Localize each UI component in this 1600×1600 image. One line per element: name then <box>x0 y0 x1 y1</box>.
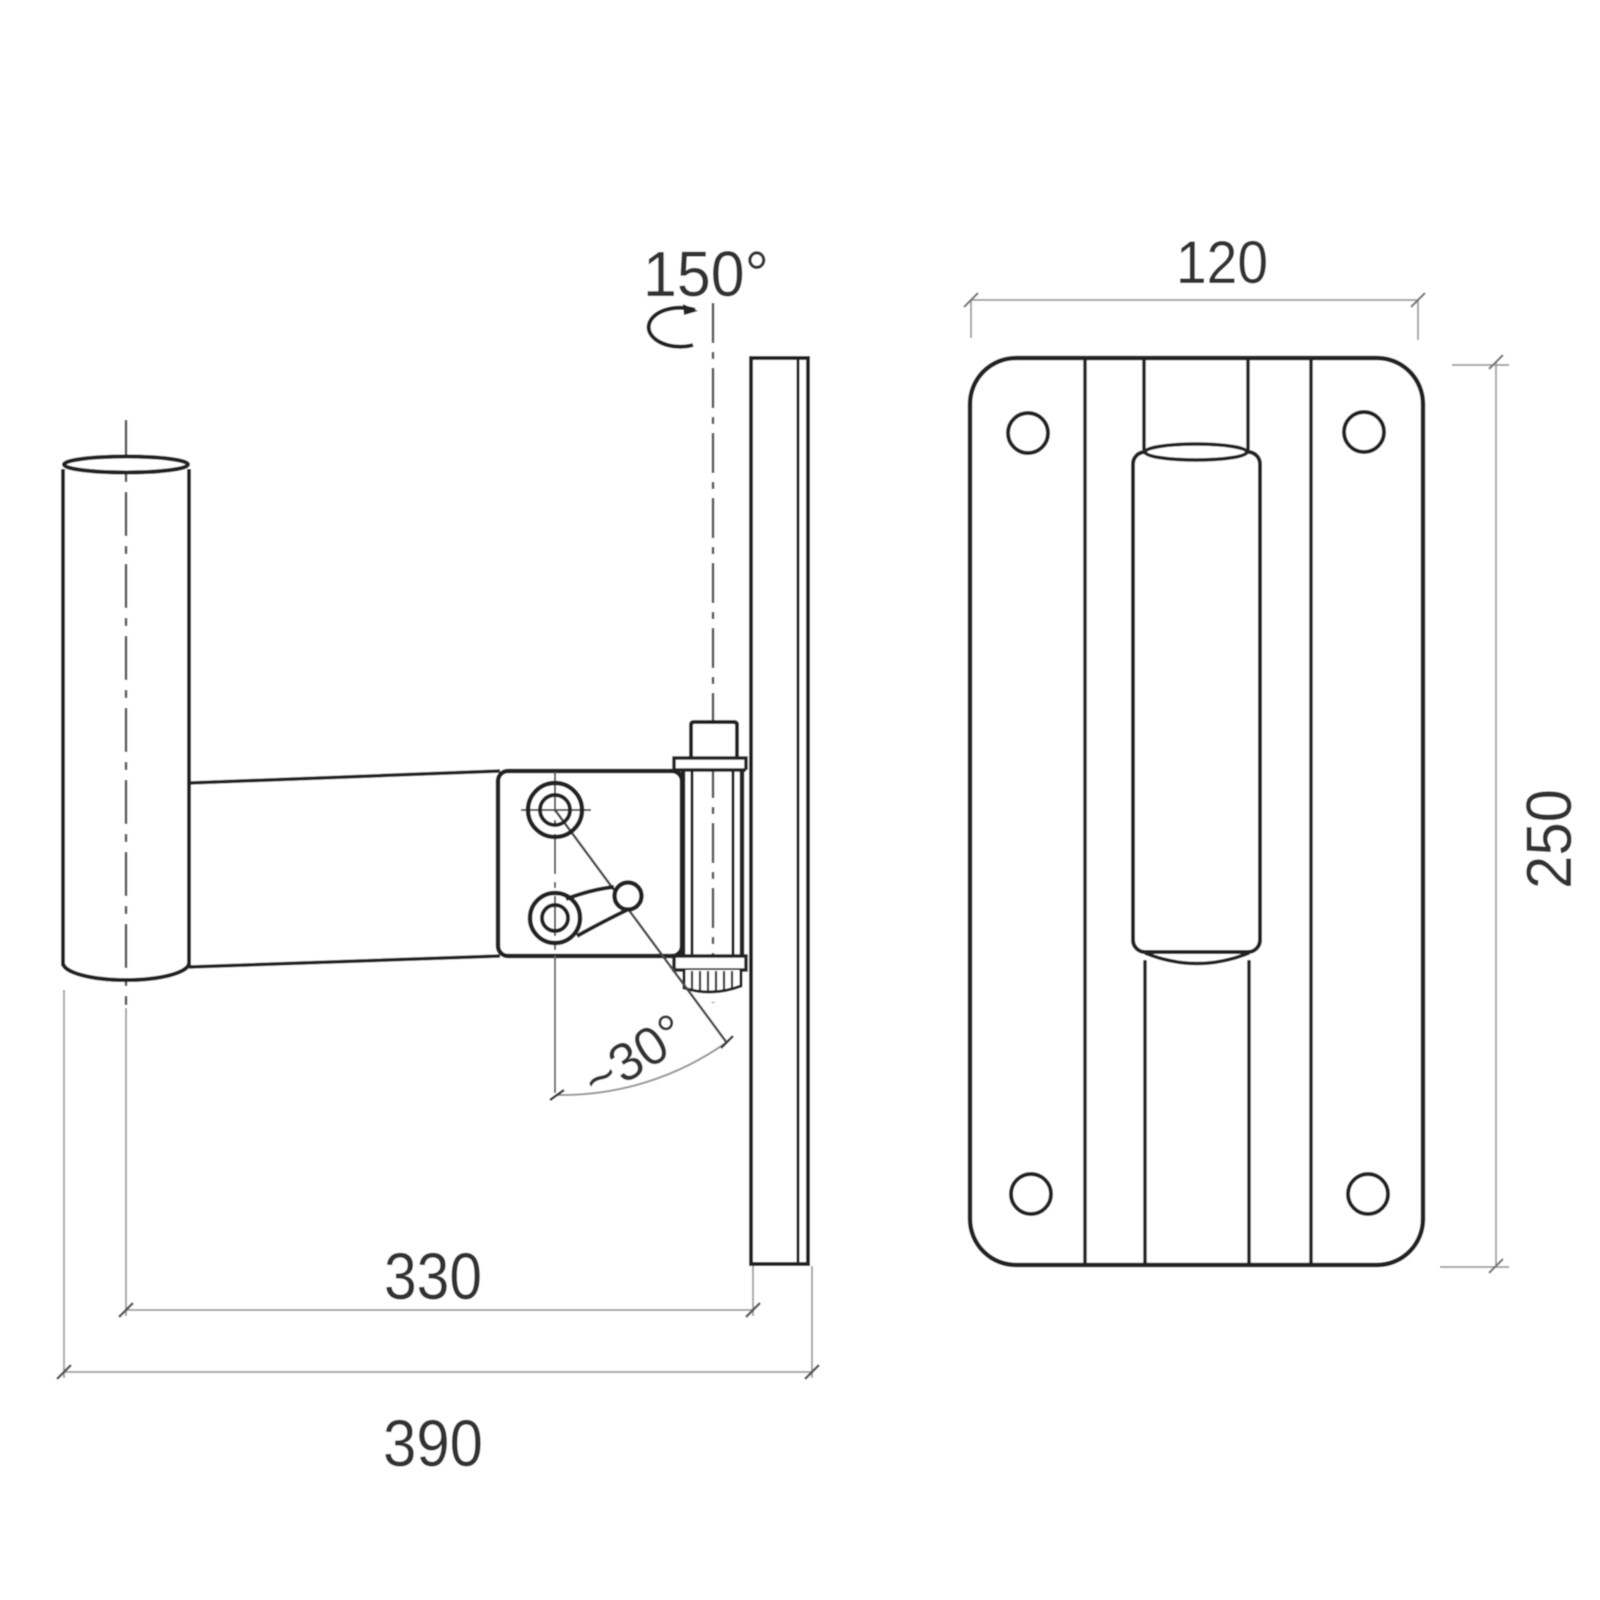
svg-text:390: 390 <box>383 1406 483 1480</box>
svg-text:120: 120 <box>1176 229 1268 296</box>
svg-text:330: 330 <box>384 1239 482 1313</box>
svg-text:250: 250 <box>1513 789 1585 889</box>
svg-text:150°: 150° <box>643 238 769 310</box>
